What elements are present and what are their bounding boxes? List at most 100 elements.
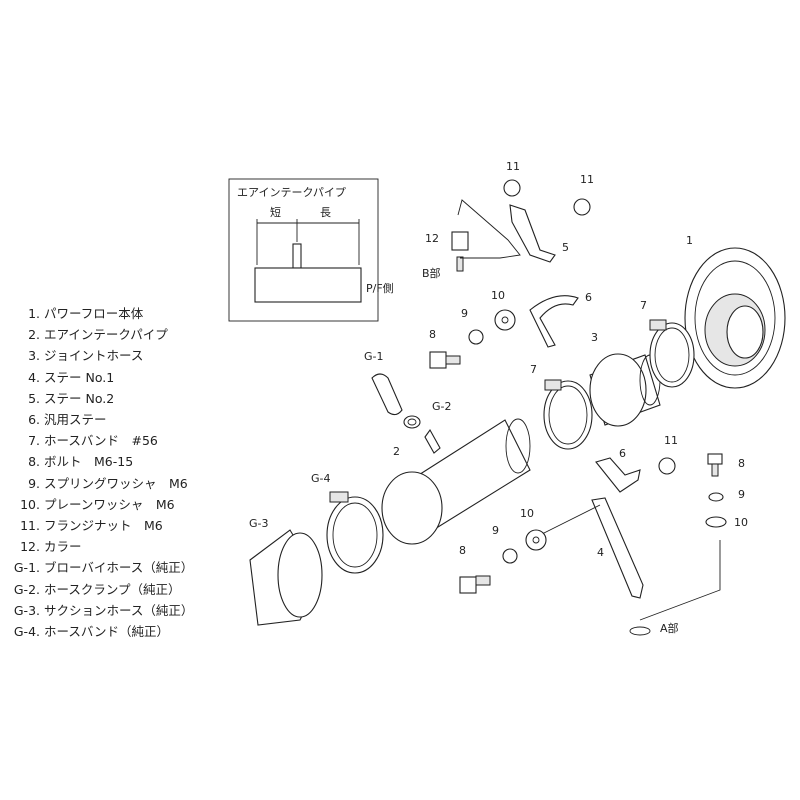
inset-side-label: P/F側 [366,282,394,295]
callout-7: 7 [640,299,647,312]
inset-pipe-detail: エアインテークパイプ 短 長 P/F側 [228,178,394,322]
callout-7: 7 [530,363,537,376]
legend-item: G-1.ブローバイホース（純正） [6,557,193,578]
joint-hose [589,353,661,427]
callout-g2: G-2 [432,400,452,413]
stay-universal-lower [595,457,641,493]
callout-a-part: A部 [660,621,679,635]
legend-number: 7. [28,433,40,449]
legend-number: G-1. [13,560,40,576]
legend-item: 1. パワーフロー本体 [6,303,193,324]
legend-label: フランジナット M6 [44,518,163,534]
suction-hose [249,529,323,626]
legend-item: 9.スプリングワッシャ M6 [6,473,193,494]
callout-6: 6 [619,447,626,460]
leader-lines [457,199,721,621]
legend-number: 11. [20,518,40,534]
hose-band-7-upper [649,319,695,388]
legend-number: 10. [20,496,40,512]
spring-washer [468,329,484,345]
callout-11: 11 [664,434,678,447]
legend-label: 汎用ステー [44,412,107,428]
legend-label: ステー No.1 [44,369,115,385]
legend-label: ホースバンド #56 [44,433,158,449]
small-hardware [429,179,727,636]
power-flow-body [684,247,786,389]
plain-washer [525,529,547,551]
callout-9: 9 [738,488,745,501]
callout-10: 10 [491,289,505,302]
legend-number: G-2. [13,581,40,597]
plain-washer [494,309,516,331]
stay-no1 [539,497,644,599]
callout-6: 6 [585,291,592,304]
legend-item: 3.ジョイントホース [6,345,193,366]
legend-number: 8. [28,454,40,470]
callout-g4: G-4 [311,472,331,485]
bolt-shank [475,575,491,586]
legend-label: サクションホース（純正） [44,602,194,618]
legend-item: 4.ステー No.1 [6,367,193,388]
mount-point-a [629,626,651,636]
hose-band-7-lower [543,379,593,450]
legend-number: G-3. [13,602,40,618]
inset-title: エアインテークパイプ [237,186,346,199]
inset-nipple [292,243,302,269]
callout-9: 9 [492,524,499,537]
legend-number: 6. [28,412,40,428]
legend-label: カラー [44,539,82,555]
legend-item: 10.プレーンワッシャ M6 [6,494,193,515]
legend-number: 3. [28,348,40,364]
inset-frame [228,178,379,322]
spring-washer [502,548,518,564]
legend-number: 2. [28,327,40,343]
callout-12: 12 [425,232,439,245]
bolt-shank [711,463,719,477]
callout-8: 8 [459,544,466,557]
hose-band-g4 [326,491,384,574]
callout-5: 5 [562,241,569,254]
callout-1: 1 [686,234,693,247]
legend-label: ボルト M6-15 [44,454,134,470]
legend-item: 5.ステー No.2 [6,388,193,409]
legend-number: 4. [28,369,40,385]
flange-nut [573,198,591,216]
legend-label: エアインテークパイプ [44,327,168,343]
callout-b-part: B部 [422,266,441,280]
callout-10: 10 [520,507,534,520]
flange-nut [503,179,521,197]
callout-4: 4 [597,546,604,559]
plain-washer [705,516,727,528]
callout-3: 3 [591,331,598,344]
legend-number: 12. [20,539,40,555]
callout-g3: G-3 [249,517,269,530]
legend-item: 8.ボルト M6-15 [6,451,193,472]
inset-long-label: 長 [320,206,331,219]
legend-label: ステー No.2 [44,390,115,406]
legend-item: G-3.サクションホース（純正） [6,600,194,621]
callout-11: 11 [580,173,594,186]
legend-label: ホースバンド（純正） [44,624,170,640]
legend-number: 9. [28,475,40,491]
blow-by-hose [371,373,403,416]
legend-label: ブローバイホース（純正） [44,560,194,576]
legend-item: 12.カラー [6,536,193,557]
collar-stud [456,256,464,272]
bolt-shank [445,355,461,365]
legend-label: プレーンワッシャ M6 [44,496,175,512]
stay-universal-upper [529,295,579,348]
callout-8: 8 [738,457,745,470]
callout-8: 8 [429,328,436,341]
legend-item: 7.ホースバンド #56 [6,430,193,451]
hose-clamp [403,415,421,429]
legend-label: パワーフロー本体 [44,306,144,321]
spring-washer [708,492,724,502]
inset-pipe [254,267,362,303]
callout-11: 11 [506,160,520,173]
legend-number: 1. [28,306,40,321]
callout-g1: G-1 [364,350,384,363]
legend-label: ホースクランプ（純正） [44,581,181,597]
legend-item: 11.フランジナット M6 [6,515,193,536]
